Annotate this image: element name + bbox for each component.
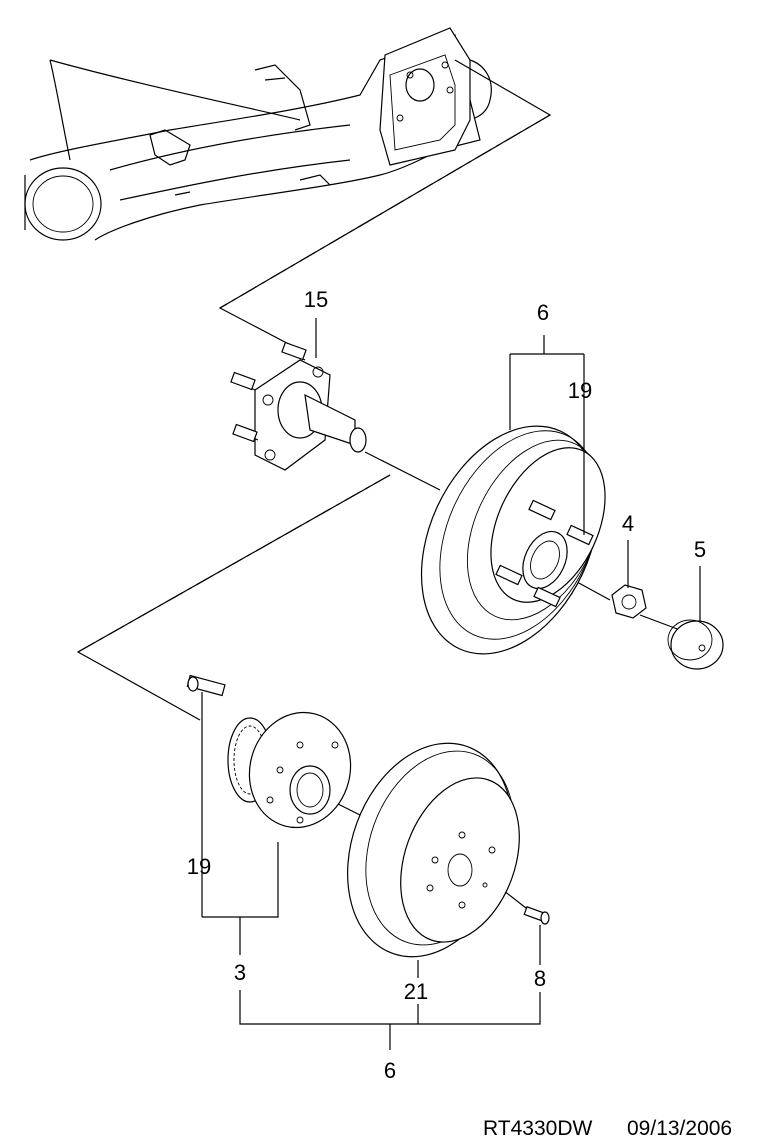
brake-drum [347, 742, 520, 958]
callout-5: 5 [694, 537, 706, 562]
grease-cap [667, 619, 724, 670]
drum-screw [523, 906, 550, 925]
diagram-date: 09/13/2006 [627, 1117, 732, 1140]
callout-21: 21 [404, 979, 428, 1004]
callout-3: 3 [234, 960, 246, 985]
callout-8: 8 [534, 966, 546, 991]
callout-4: 4 [622, 511, 634, 536]
stub-axle-spindle [230, 341, 367, 471]
callout-19-bottom: 19 [187, 854, 211, 879]
callout-6-bottom: 6 [384, 1058, 396, 1083]
callout-15: 15 [304, 287, 328, 312]
diagram-code: RT4330DW [483, 1117, 592, 1140]
axle-nut [611, 584, 647, 619]
callout-19-top: 19 [568, 378, 592, 403]
callout-6-top: 6 [537, 300, 549, 325]
callout-leaders [201, 318, 701, 1050]
rear-axle-beam [24, 27, 492, 241]
brake-drum-with-hub [420, 425, 606, 655]
hub-and-bearing [186, 674, 352, 829]
